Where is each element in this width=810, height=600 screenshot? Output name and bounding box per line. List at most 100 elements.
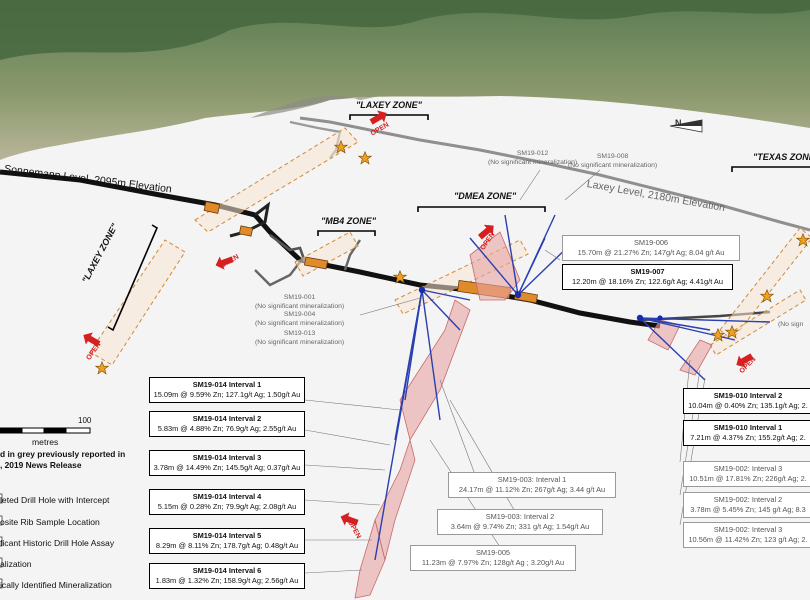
leader bbox=[449, 399, 521, 521]
mb4-zone-label: "MB4 ZONE" bbox=[321, 216, 377, 226]
hole-id: SM19-012 bbox=[516, 150, 549, 157]
bracket-dmea bbox=[417, 206, 546, 212]
collar-dmea-east bbox=[514, 291, 522, 299]
arrow-icon bbox=[340, 512, 359, 526]
hole-note: (No significant mineralization) bbox=[255, 319, 345, 327]
intercept-title: SM19-007 bbox=[630, 267, 665, 276]
intercept-text: 3.64m @ 9.74% Zn; 331 g/t Ag; 1.54g/t Au bbox=[450, 521, 590, 531]
envelope-dmea-tail bbox=[354, 518, 386, 599]
legend-item-mineralization: alization bbox=[0, 559, 32, 569]
leader bbox=[564, 169, 601, 201]
envelope-texas-2 bbox=[679, 339, 713, 376]
hole-label-sm19-001: SM19-001 (No significant mineralization) bbox=[255, 294, 344, 312]
leader bbox=[519, 169, 541, 201]
legend-swatch bbox=[0, 515, 3, 526]
intercept-title: SM19-010 Interval 2 bbox=[713, 391, 783, 400]
band-laxey-side bbox=[89, 239, 186, 366]
collar-texas-b bbox=[657, 315, 663, 321]
leader bbox=[304, 464, 386, 471]
intercept-text: 15.70m @ 21.27% Zn; 147g/t Ag; 8.04 g/t … bbox=[577, 247, 725, 257]
intercept-title: SM19-003: Interval 2 bbox=[485, 512, 555, 521]
legend-swatch bbox=[0, 578, 3, 589]
drill-trace bbox=[394, 289, 423, 441]
intercept-title: SM19-006 bbox=[633, 238, 669, 247]
drill-trace bbox=[421, 289, 471, 301]
intercept-title: SM19-014 Interval 4 bbox=[192, 492, 262, 501]
terrain-cliff bbox=[250, 95, 380, 118]
intercept-title: SM19-014 Interval 6 bbox=[192, 566, 262, 575]
hole-label-sm19-012: SM19-012 (No significant mineralization) bbox=[488, 150, 577, 168]
collar-dmea-west bbox=[418, 286, 426, 294]
drill-trace bbox=[639, 317, 706, 381]
intercept-title: SM19-003: Interval 1 bbox=[497, 475, 567, 484]
hole-note: (No significant mineralization) bbox=[255, 338, 345, 346]
sonnemann-level-drift bbox=[0, 169, 661, 329]
hole-id: SM19-001 bbox=[283, 294, 316, 301]
bracket-mb4 bbox=[317, 230, 376, 236]
intercept-sm19-002-2: SM19-002: Interval 2 3.78m @ 5.45% Zn; 1… bbox=[683, 492, 810, 518]
leader bbox=[439, 379, 481, 489]
arrow-icon bbox=[369, 110, 387, 125]
drill-trace bbox=[469, 237, 519, 296]
star-icon bbox=[333, 139, 349, 154]
ore-block-3 bbox=[304, 256, 328, 270]
hole-id: SM19-008 bbox=[596, 153, 629, 160]
intercept-title: SM19-002: Interval 3 bbox=[713, 525, 783, 534]
intercept-sm19-014-6: SM19-014 Interval 6 1.83m @ 1.32% Zn; 15… bbox=[149, 563, 305, 589]
intercept-text: 15.09m @ 9.59% Zn; 127.1g/t Ag; 1.50g/t … bbox=[153, 389, 301, 399]
intercept-text: 3.78m @ 5.45% Zn; 145 g/t Ag; 8.3 bbox=[690, 504, 806, 514]
leader bbox=[304, 499, 381, 506]
hole-id: SM19-013 bbox=[283, 330, 316, 337]
intercept-sm19-010-2: SM19-010 Interval 2 10.04m @ 0.40% Zn; 1… bbox=[683, 388, 810, 414]
laxey-zone-top-label: "LAXEY ZONE" bbox=[356, 100, 422, 110]
envelope-dmea-upper bbox=[469, 231, 521, 301]
intercept-title: SM19-014 Interval 3 bbox=[192, 453, 262, 462]
intercept-sm19-014-1: SM19-014 Interval 1 15.09m @ 9.59% Zn; 1… bbox=[149, 377, 305, 403]
star-icon bbox=[724, 324, 740, 339]
intercept-text: 7.21m @ 4.37% Zn; 155.2g/t Ag; 2. bbox=[690, 432, 806, 442]
bracket-laxey-side bbox=[107, 224, 159, 332]
star-icon bbox=[795, 232, 810, 247]
drill-trace bbox=[421, 289, 441, 421]
north-label: N bbox=[675, 118, 682, 128]
band-texas-b bbox=[709, 289, 807, 356]
intercept-text: 1.83m @ 1.32% Zn; 158.9g/t Ag; 2.56g/t A… bbox=[155, 575, 299, 585]
arrow-icon bbox=[215, 256, 234, 270]
scale-bar bbox=[0, 427, 91, 434]
sonnemann-branch-b bbox=[269, 233, 307, 263]
intercept-text: 8.29m @ 8.11% Zn; 178.7g/t Ag; 0.48g/t A… bbox=[155, 540, 299, 550]
drill-trace bbox=[504, 214, 519, 296]
star-icon bbox=[94, 360, 110, 375]
intercept-sm19-006: SM19-006 15.70m @ 21.27% Zn; 147g/t Ag; … bbox=[562, 235, 740, 261]
legend-swatch bbox=[0, 493, 3, 504]
intercept-title: SM19-002: Interval 3 bbox=[713, 464, 783, 473]
open-arrows bbox=[83, 110, 754, 526]
star-icon bbox=[357, 150, 373, 165]
leader bbox=[544, 249, 561, 261]
band-laxey-top bbox=[194, 127, 359, 233]
hole-label-sm19-008: SM19-008 (No significant mineralization) bbox=[568, 153, 657, 171]
intercept-text: 5.15m @ 0.28% Zn; 79.9g/t Ag; 2.08g/t Au bbox=[157, 501, 297, 511]
intercept-title: SM19-014 Interval 2 bbox=[192, 414, 262, 423]
legend-symbols bbox=[0, 493, 3, 589]
intercept-sm19-005: SM19-005 11.23m @ 7.97% Zn; 128g/t Ag ; … bbox=[410, 545, 576, 571]
hole-label-sm19-013: SM19-013 (No significant mineralization) bbox=[255, 330, 344, 348]
legend-swatch bbox=[0, 536, 3, 547]
scale-max-label: 100 bbox=[78, 416, 92, 425]
ore-block-1 bbox=[203, 201, 221, 214]
intercept-text: 3.78m @ 14.49% Zn; 145.5g/t Ag; 0.37g/t … bbox=[153, 462, 301, 472]
note-line-1: d in grey previously reported in bbox=[0, 449, 126, 459]
intercept-sm19-010-1: SM19-010 Interval 1 7.21m @ 4.37% Zn; 15… bbox=[683, 420, 810, 446]
star-icon bbox=[392, 269, 408, 284]
hole-note: (No significant mineralization) bbox=[568, 161, 658, 169]
arrow-icon bbox=[736, 353, 754, 368]
hole-label-sm19-004: SM19-004 (No significant mineralization) bbox=[255, 311, 344, 329]
arrow-icon bbox=[83, 332, 101, 347]
terrain-ridge bbox=[0, 0, 810, 60]
envelope-dmea-main bbox=[399, 299, 471, 442]
hole-note: (No significant mineralization) bbox=[255, 302, 345, 310]
intercept-title: SM19-005 bbox=[475, 548, 511, 557]
note-line-2: , 2019 News Release bbox=[0, 460, 82, 470]
intercept-text: 10.04m @ 0.40% Zn; 135.1g/t Ag; 2. bbox=[688, 400, 808, 410]
